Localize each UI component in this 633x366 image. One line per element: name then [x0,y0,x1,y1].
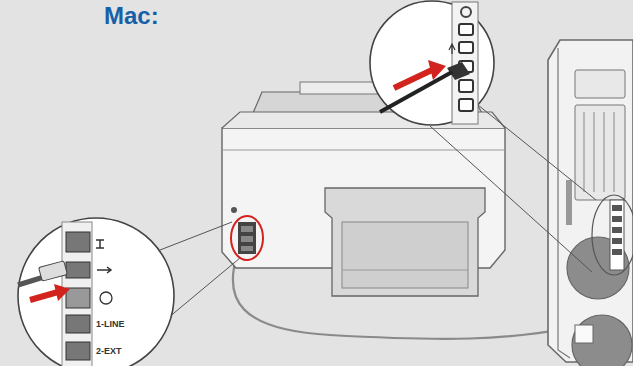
mac-tower [548,40,633,366]
heading: Mac: [104,2,159,30]
mac-port-zoom [370,1,494,125]
port-label: 2-EXT [96,346,122,356]
zoom-leader [168,258,240,318]
printer-port-zoom [18,218,174,366]
zoom-leader [430,126,592,272]
zoom-leader [160,222,232,250]
port-label: 1-LINE [96,319,125,329]
